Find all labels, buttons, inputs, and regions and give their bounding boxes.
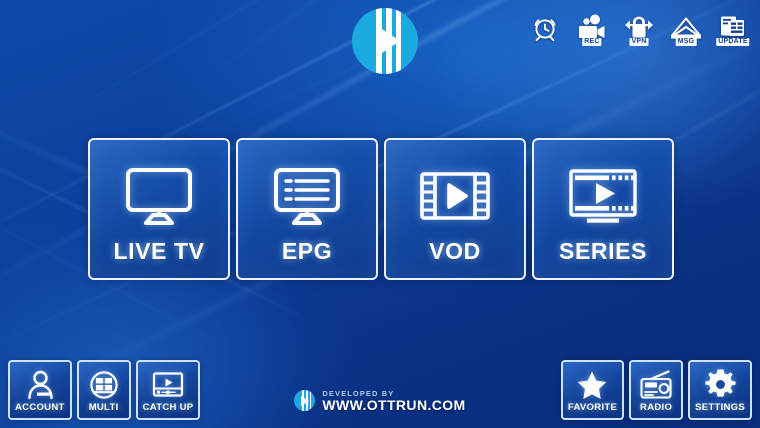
footer-brand: DEVELOPED BY WWW.OTTRUN.COM (0, 388, 760, 413)
play-circle-logo-icon (352, 8, 418, 74)
menu-tile-series[interactable]: SERIES (532, 138, 674, 280)
developed-by-label: DEVELOPED BY (322, 388, 395, 398)
label-catch-up: CATCH UP (142, 402, 194, 413)
main-menu: LIVE TV EPG (88, 138, 674, 280)
multi-screen-grid-icon (89, 368, 119, 401)
document-update-icon[interactable]: UPDATE (714, 8, 752, 48)
vpn-caption: VPN (629, 38, 649, 46)
button-catch-up[interactable]: CATCH UP (135, 360, 201, 420)
label-settings: SETTINGS (695, 402, 745, 413)
update-caption: UPDATE (716, 38, 750, 46)
catchup-screen-icon (151, 368, 185, 401)
star-icon (576, 368, 608, 401)
video-camera-icon[interactable]: REC (573, 8, 611, 48)
menu-tile-live-tv[interactable]: LIVE TV (88, 138, 230, 280)
label-multi: MULTI (88, 402, 119, 413)
television-icon (121, 158, 197, 236)
video-play-screen-icon (565, 158, 641, 236)
button-account[interactable]: ACCOUNT (8, 360, 72, 420)
film-strip-play-icon (417, 158, 493, 236)
button-radio[interactable]: RADIO (629, 360, 684, 420)
tv-guide-list-icon (269, 158, 345, 236)
label-radio: RADIO (640, 402, 673, 413)
label-account: ACCOUNT (15, 402, 65, 413)
gear-icon (704, 368, 736, 401)
menu-label-vod: VOD (429, 238, 481, 264)
menu-label-live-tv: LIVE TV (113, 238, 205, 264)
alarm-clock-icon[interactable] (526, 8, 564, 48)
rec-caption: REC (582, 38, 602, 46)
bottom-left-toolbar: ACCOUNT MULTI (8, 360, 201, 420)
status-icon-bar: REC VPN MSG (526, 8, 752, 48)
button-favorite[interactable]: FAVORITE (560, 360, 625, 420)
menu-tile-epg[interactable]: EPG (236, 138, 378, 280)
vpn-lock-icon[interactable]: VPN (620, 8, 658, 48)
radio-icon (639, 368, 673, 401)
menu-tile-vod[interactable]: VOD (384, 138, 526, 280)
button-multi[interactable]: MULTI (76, 360, 131, 420)
label-favorite: FAVORITE (567, 402, 618, 413)
website-url: WWW.OTTRUN.COM (322, 397, 466, 413)
user-account-icon (26, 368, 54, 401)
msg-caption: MSG (675, 38, 697, 46)
menu-label-series: SERIES (559, 238, 647, 264)
menu-label-epg: EPG (281, 238, 333, 264)
footer-play-circle-logo-icon (294, 390, 316, 412)
bottom-right-toolbar: FAVORITE RADIO (560, 360, 752, 420)
envelope-icon[interactable]: MSG (667, 8, 705, 48)
button-settings[interactable]: SETTINGS (688, 360, 752, 420)
